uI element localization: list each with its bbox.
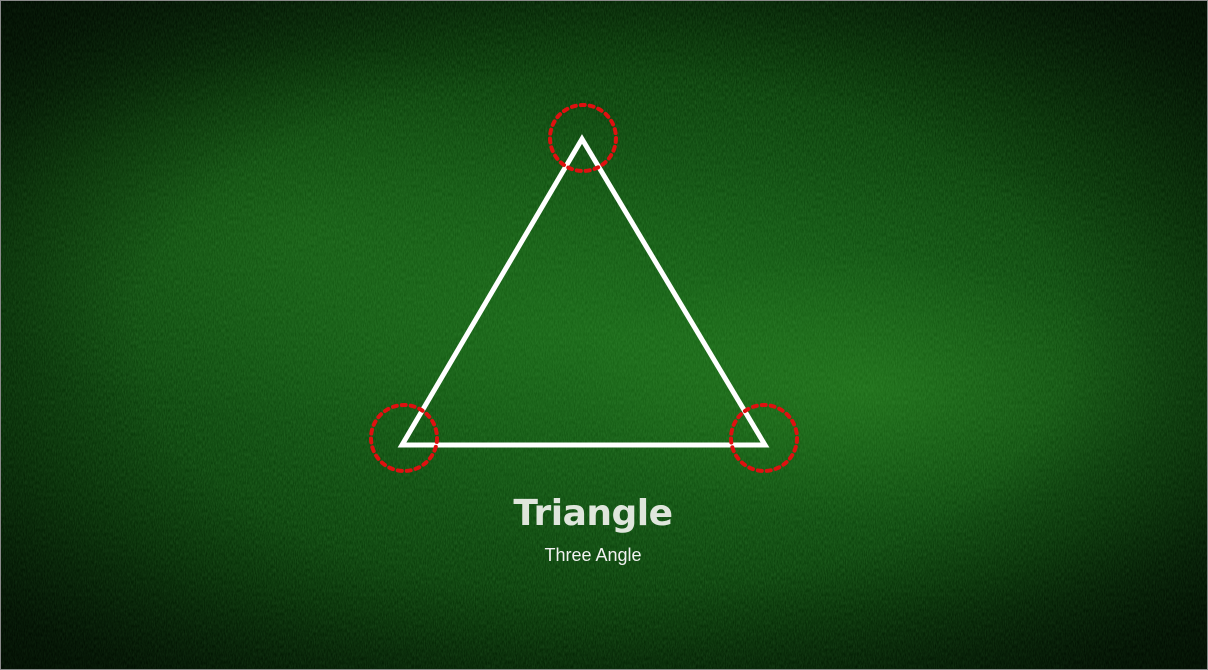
diagram-title: Triangle bbox=[513, 493, 673, 534]
bottom-left-angle-marker bbox=[369, 403, 439, 473]
bottom-right-angle-marker bbox=[729, 403, 799, 473]
diagram-subtitle: Three Angle bbox=[544, 545, 642, 565]
apex-angle-marker bbox=[548, 103, 618, 173]
triangle-outline bbox=[397, 134, 770, 448]
